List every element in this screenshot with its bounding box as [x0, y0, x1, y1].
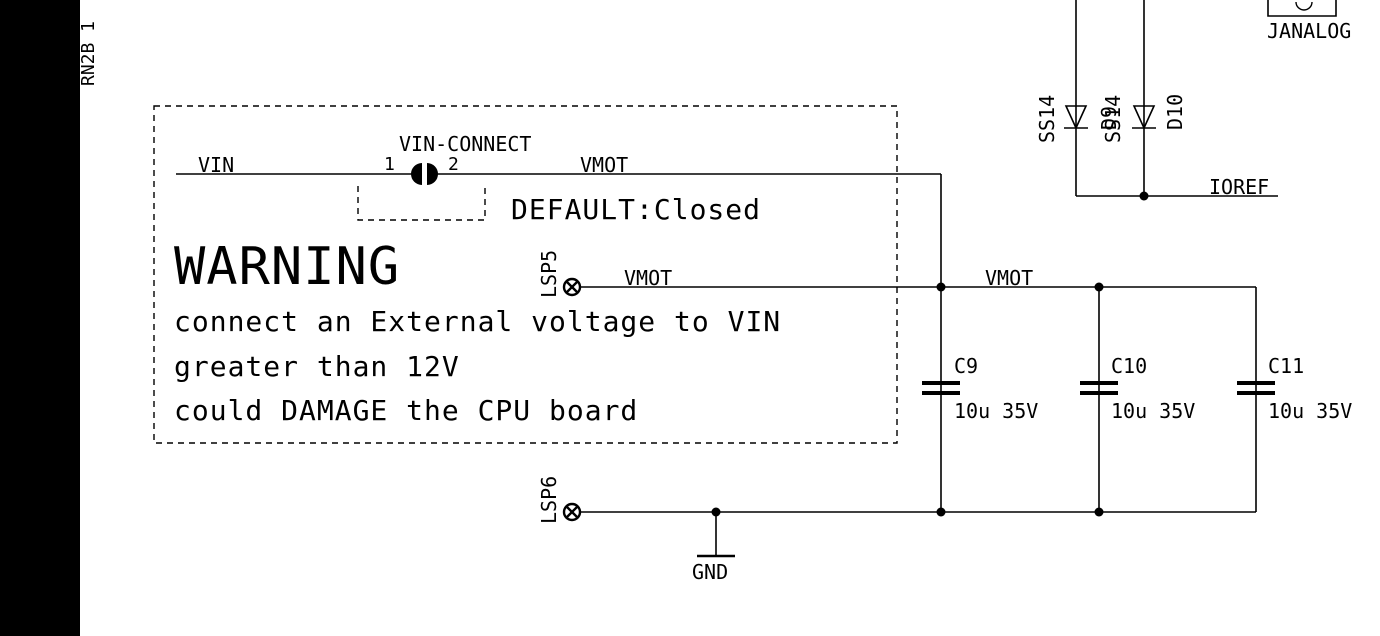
c10-ref: C10 — [1111, 354, 1147, 378]
vin-net-label: VIN — [198, 153, 234, 177]
diode-d10-part: SS14 — [1101, 95, 1125, 143]
lsp6-label: LSP6 — [537, 476, 561, 524]
warning-line-1: connect an External voltage to VIN — [174, 305, 781, 338]
jumper-default-text: DEFAULT:Closed — [511, 193, 761, 226]
ioref-net: IOREF — [1076, 175, 1278, 201]
c9-ref: C9 — [954, 354, 978, 378]
vin-vmot-wire: VIN VMOT — [176, 153, 942, 512]
gnd-symbol: GND — [692, 512, 735, 584]
warning-line-3: could DAMAGE the CPU board — [174, 394, 638, 427]
solder-jumper-vin-connect: VIN-CONNECT 1 2 DEFAULT:Closed — [357, 132, 761, 226]
c11-ref: C11 — [1268, 354, 1304, 378]
c11-value: 10u 35V — [1268, 399, 1352, 423]
capacitor-c10: C10 10u 35V — [1080, 287, 1195, 512]
jumper-pin2: 2 — [448, 154, 459, 175]
warning-box — [153, 105, 898, 444]
warning-text: WARNING connect an External voltage to V… — [174, 237, 781, 427]
janalog-label: JANALOG — [1267, 19, 1351, 43]
warning-title: WARNING — [174, 237, 400, 297]
vmot-net-label-caps: VMOT — [985, 266, 1033, 290]
c9-value: 10u 35V — [954, 399, 1038, 423]
warning-line-2: greater than 12V — [174, 350, 460, 383]
diode-d9: SS14 D9 — [1035, 0, 1121, 196]
left-black-strip — [0, 0, 80, 636]
lsp6-gnd-bus: LSP6 — [537, 476, 1256, 524]
lsp5-vmot-bus: LSP5 VMOT VMOT — [537, 250, 1256, 298]
capacitor-c11: C11 10u 35V — [1237, 287, 1352, 512]
lsp5-label: LSP5 — [537, 250, 561, 298]
diode-d9-ref: D9 — [1097, 106, 1121, 130]
janalog-connector: JANALOG — [1267, 0, 1351, 43]
sheet-label: RN2B 1 — [78, 21, 99, 86]
jumper-pin1: 1 — [384, 154, 395, 175]
vmot-net-label-lsp5: VMOT — [624, 266, 672, 290]
c10-value: 10u 35V — [1111, 399, 1195, 423]
jumper-name: VIN-CONNECT — [399, 132, 531, 156]
diode-d9-part: SS14 — [1035, 95, 1059, 143]
vmot-net-label-jumper: VMOT — [580, 153, 628, 177]
gnd-label: GND — [692, 560, 728, 584]
diode-d10: SS14 D10 — [1101, 0, 1187, 196]
ioref-label: IOREF — [1209, 175, 1269, 199]
capacitor-c9: C9 10u 35V — [922, 354, 1038, 423]
diode-d10-ref: D10 — [1163, 94, 1187, 130]
